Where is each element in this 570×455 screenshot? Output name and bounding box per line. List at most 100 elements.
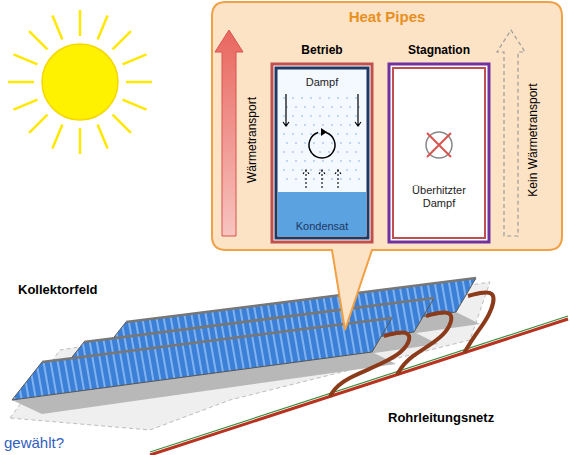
vapour-dot bbox=[283, 133, 285, 135]
evaporation-arrow bbox=[335, 170, 341, 188]
sun-ray bbox=[126, 81, 152, 84]
vapour-flow-arrow bbox=[283, 94, 289, 126]
vapour-dot bbox=[337, 151, 339, 153]
vapour-dot bbox=[328, 151, 330, 153]
vapour-dot bbox=[346, 133, 348, 135]
vapour-dot bbox=[319, 151, 321, 153]
callout-panel: Heat PipesBetriebDampfKondensatStagnatio… bbox=[212, 2, 562, 250]
sun-ray bbox=[52, 124, 62, 148]
vapour-dot bbox=[358, 142, 360, 144]
vapour-dot bbox=[349, 142, 351, 144]
vapour-dot bbox=[358, 160, 360, 162]
vapour-dot bbox=[295, 106, 297, 108]
state-label: Dampf bbox=[268, 76, 376, 89]
vapour-dot bbox=[328, 115, 330, 117]
vapour-dot bbox=[355, 151, 357, 153]
sun-ray bbox=[98, 15, 108, 39]
vapour-dot bbox=[331, 142, 333, 144]
sun-ray bbox=[113, 31, 131, 49]
vapour-dot bbox=[355, 97, 357, 99]
vapour-dot bbox=[301, 169, 303, 171]
vapour-dot bbox=[349, 124, 351, 126]
sun-disc bbox=[42, 44, 118, 120]
vapour-dot bbox=[286, 160, 288, 162]
sun-ray bbox=[8, 81, 34, 84]
vapour-dot bbox=[337, 115, 339, 117]
vapour-dot bbox=[292, 151, 294, 153]
vapour-dot bbox=[292, 97, 294, 99]
heat-transport-arrow bbox=[215, 30, 243, 236]
sun-ray bbox=[29, 115, 47, 133]
vapour-dot bbox=[319, 115, 321, 117]
vapour-dot bbox=[304, 142, 306, 144]
vapour-dot bbox=[310, 115, 312, 117]
circulation-arrowhead bbox=[321, 128, 327, 136]
bubble-outline bbox=[212, 2, 562, 330]
stopped-circulation bbox=[426, 132, 452, 158]
vapour-dot bbox=[283, 115, 285, 117]
vapour-dot bbox=[328, 169, 330, 171]
vapour-dot bbox=[301, 115, 303, 117]
arrow-label: Wärmetransport bbox=[245, 55, 259, 225]
vapour-dot bbox=[355, 133, 357, 135]
vapour-dot bbox=[301, 97, 303, 99]
vapour-dot bbox=[349, 106, 351, 108]
vapour-dot bbox=[340, 178, 342, 180]
row-frame bbox=[42, 318, 392, 362]
heat-pipe-drawing bbox=[268, 42, 376, 244]
sun-ray bbox=[79, 128, 82, 154]
pipe-inner bbox=[276, 68, 368, 238]
vapour-dot bbox=[358, 178, 360, 180]
vapour-dot bbox=[304, 124, 306, 126]
sun-ray bbox=[122, 100, 146, 110]
vapour-dot bbox=[322, 124, 324, 126]
arrow-label: Kein Wärmetransport bbox=[526, 45, 540, 235]
sun bbox=[8, 10, 152, 154]
vapour-dot bbox=[319, 97, 321, 99]
state-label: Kondensat bbox=[268, 220, 376, 233]
vapour-dot bbox=[295, 178, 297, 180]
circulation-symbol bbox=[309, 133, 335, 158]
vapour-dot bbox=[301, 151, 303, 153]
vapour-dot bbox=[313, 124, 315, 126]
vapour-dot bbox=[340, 160, 342, 162]
vapour-dot bbox=[340, 124, 342, 126]
sun-ray bbox=[98, 124, 108, 148]
vapour-dot bbox=[319, 133, 321, 135]
vapour-dot bbox=[349, 178, 351, 180]
state-label: Überhitzter Dampf bbox=[399, 184, 479, 209]
sun-ray bbox=[13, 100, 37, 110]
vapour-dot bbox=[283, 151, 285, 153]
field-label: Kollektorfeld bbox=[18, 282, 97, 297]
vapour-dot bbox=[322, 160, 324, 162]
ground-area bbox=[10, 282, 490, 430]
vapour-dot bbox=[304, 160, 306, 162]
panel-heading: Heat Pipes bbox=[212, 8, 562, 25]
pipe-network bbox=[150, 319, 568, 455]
no-heat-transport-arrow bbox=[497, 30, 525, 236]
sun-ray bbox=[52, 15, 62, 39]
vapour-dot bbox=[322, 106, 324, 108]
evaporation-arrow bbox=[319, 170, 325, 188]
callout-bubble bbox=[212, 2, 562, 330]
vapour-dot bbox=[295, 160, 297, 162]
branch-pipe bbox=[330, 332, 409, 396]
vapour-dot bbox=[340, 142, 342, 144]
vapour-dot bbox=[346, 151, 348, 153]
vapour-dot bbox=[310, 97, 312, 99]
vapour-dot bbox=[313, 106, 315, 108]
vapour-dot bbox=[286, 142, 288, 144]
pipe-network-label: Rohrleitungsnetz bbox=[388, 410, 494, 425]
vapour-flow-arrow bbox=[355, 94, 361, 126]
evaporation-arrow bbox=[303, 170, 309, 188]
vapour-dot bbox=[292, 133, 294, 135]
vapour-dot bbox=[295, 124, 297, 126]
vapour-dot bbox=[346, 115, 348, 117]
sun-ray bbox=[13, 54, 37, 64]
vapour-dot bbox=[304, 106, 306, 108]
branch-pipe bbox=[397, 312, 451, 374]
vapour-dot bbox=[355, 115, 357, 117]
heat-pipe-drawing bbox=[385, 42, 493, 244]
pipe-wall bbox=[389, 64, 489, 242]
panel-heading: Betrieb bbox=[268, 44, 376, 58]
